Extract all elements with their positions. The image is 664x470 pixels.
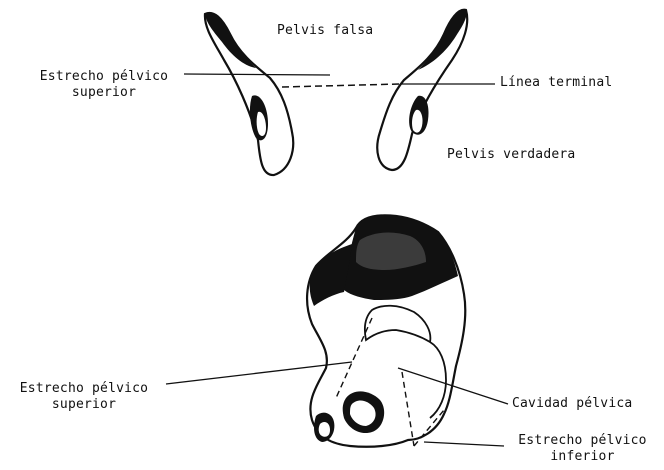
label-estrecho-superior-top-line2: superior <box>28 85 180 101</box>
linea-terminal-dashed-line <box>282 84 400 87</box>
label-pelvis-falsa: Pelvis falsa <box>277 23 373 39</box>
label-estrecho-superior-bottom-line2: superior <box>6 397 162 413</box>
leader-estrecho-superior-top <box>184 74 330 75</box>
label-pelvis-verdadera: Pelvis verdadera <box>447 147 575 163</box>
label-estrecho-superior-top: Estrecho pélvico superior <box>28 69 180 101</box>
label-estrecho-inferior: Estrecho pélvico inferior <box>505 433 660 465</box>
label-estrecho-inferior-line1: Estrecho pélvico <box>505 433 660 449</box>
label-estrecho-inferior-line2: inferior <box>505 449 660 465</box>
right-hip-bone-section <box>377 10 467 170</box>
label-cavidad-pelvica: Cavidad pélvica <box>512 396 632 412</box>
label-estrecho-superior-bottom-line1: Estrecho pélvico <box>6 381 162 397</box>
label-linea-terminal: Línea terminal <box>500 75 612 91</box>
label-estrecho-superior-bottom: Estrecho pélvico superior <box>6 381 162 413</box>
label-estrecho-superior-top-line1: Estrecho pélvico <box>28 69 180 85</box>
leader-estrecho-inferior <box>424 442 504 446</box>
